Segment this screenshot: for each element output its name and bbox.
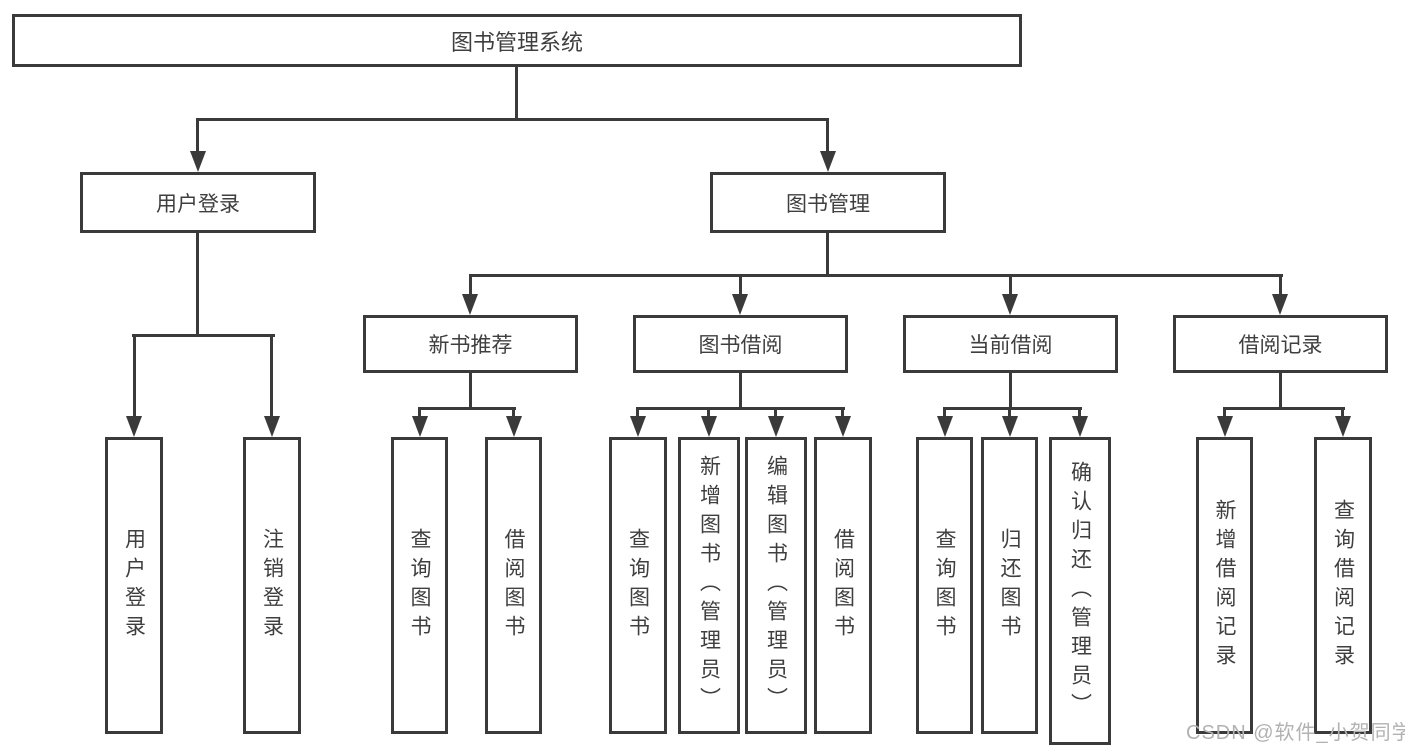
node-leaf-br-add-record: 新增借阅记录 [1196,437,1253,734]
connector-level2-branch [469,274,1283,277]
node-leaf-cb-return-books-label: 归还图书 [998,527,1021,644]
node-book-borrow-label: 图书借阅 [698,334,783,357]
node-leaf-cb-confirm-return-label: 确认归还（管理员） [1068,460,1092,722]
node-book-mgmt-label: 图书管理 [786,192,870,216]
connector-current-borrow-branch [943,407,1082,410]
node-leaf-logout-label: 注销登录 [260,527,284,644]
connector-leaf-stem [1008,407,1011,418]
node-leaf-cb-query-books: 查询图书 [916,437,973,734]
connector-leaf-stem [1341,407,1344,418]
arrowhead-down-icon [937,416,953,437]
node-leaf-nbr-query-books-label: 查询图书 [408,527,431,644]
node-leaf-bb-query-books: 查询图书 [609,437,667,734]
node-leaf-bb-edit-books-label: 编辑图书（管理员） [764,455,788,716]
connector-book-borrow-branch [636,407,845,410]
arrowhead-down-icon [1335,416,1351,437]
node-leaf-bb-query-books-label: 查询图书 [626,527,650,644]
connector-to-current-borrow [1009,274,1012,296]
node-leaf-logout: 注销登录 [243,437,301,734]
node-new-book-rec-label: 新书推荐 [428,334,513,357]
node-leaf-br-query-record: 查询借阅记录 [1314,437,1372,734]
node-borrow-records-label: 借阅记录 [1238,334,1323,357]
arrowhead-down-icon [732,294,748,315]
connector-to-leaf-logout [270,334,273,418]
node-leaf-cb-confirm-return: 确认归还（管理员） [1049,437,1111,745]
connector-root-stem [515,67,518,120]
arrowhead-down-icon [820,151,836,172]
node-new-book-rec: 新书推荐 [363,315,578,373]
node-user-login: 用户登录 [80,172,316,233]
node-root: 图书管理系统 [12,14,1022,67]
connector-leaf-stem [418,407,421,418]
node-leaf-user-login: 用户登录 [105,437,163,734]
connector-leaf-stem [1078,407,1081,418]
arrowhead-down-icon [126,416,142,437]
node-current-borrow: 当前借阅 [903,315,1118,373]
node-leaf-nbr-borrow-books: 借阅图书 [485,437,542,734]
node-leaf-bb-edit-books: 编辑图书（管理员） [745,437,807,734]
connector-to-new-book-rec [469,274,472,296]
connector-to-book-mgmt [826,118,829,154]
connector-new-book-rec-stem [469,373,472,409]
connector-level1-branch [196,118,829,121]
node-leaf-nbr-borrow-books-label: 借阅图书 [502,527,525,644]
connector-current-borrow-stem [1009,373,1012,409]
arrowhead-down-icon [1002,294,1018,315]
connector-leaf-stem [841,407,844,418]
arrowhead-down-icon [190,151,206,172]
node-leaf-bb-add-books: 新增图书（管理员） [678,437,740,734]
connector-borrow-records-branch [1223,407,1345,410]
connector-leaf-stem [512,407,515,418]
arrowhead-down-icon [630,416,646,437]
connector-leaf-stem [1223,407,1226,418]
node-leaf-cb-return-books: 归还图书 [981,437,1038,734]
connector-leaf-stem [774,407,777,418]
connector-to-book-borrow [739,274,742,296]
node-leaf-cb-query-books-label: 查询图书 [933,527,956,644]
connector-leaf-stem [707,407,710,418]
arrowhead-down-icon [835,416,851,437]
connector-new-book-rec-branch [418,407,516,410]
node-borrow-records: 借阅记录 [1173,315,1388,373]
node-root-label: 图书管理系统 [450,29,583,55]
arrowhead-down-icon [768,416,784,437]
connector-borrow-records-stem [1279,373,1282,409]
node-leaf-user-login-label: 用户登录 [122,527,146,644]
connector-book-borrow-stem [739,373,742,409]
csdn-watermark: CSDN @软件_小贺同学 [1186,722,1405,744]
arrowhead-down-icon [1217,416,1233,437]
node-leaf-bb-borrow-books: 借阅图书 [814,437,872,734]
arrowhead-down-icon [1272,294,1288,315]
node-leaf-br-query-record-label: 查询借阅记录 [1331,498,1355,673]
arrowhead-down-icon [1002,416,1018,437]
node-leaf-nbr-query-books: 查询图书 [391,437,448,734]
node-current-borrow-label: 当前借阅 [968,334,1053,357]
connector-leaf-stem [636,407,639,418]
connector-leaf-stem [943,407,946,418]
connector-book-mgmt-stem [826,233,829,276]
arrowhead-down-icon [264,416,280,437]
arrowhead-down-icon [412,416,428,437]
node-user-login-label: 用户登录 [156,192,240,216]
arrowhead-down-icon [462,294,478,315]
arrowhead-down-icon [1072,416,1088,437]
connector-to-borrow-records [1279,274,1282,296]
node-leaf-bb-add-books-label: 新增图书（管理员） [697,455,721,716]
node-book-borrow: 图书借阅 [633,315,848,373]
connector-to-leaf-user-login [133,334,136,418]
connector-to-user-login [196,118,199,154]
connector-user-login-stem [196,233,199,336]
node-leaf-bb-borrow-books-label: 借阅图书 [831,527,855,644]
arrowhead-down-icon [701,416,717,437]
node-book-mgmt: 图书管理 [710,172,946,233]
connector-user-login-branch [132,334,275,337]
node-leaf-br-add-record-label: 新增借阅记录 [1213,498,1236,673]
arrowhead-down-icon [506,416,522,437]
